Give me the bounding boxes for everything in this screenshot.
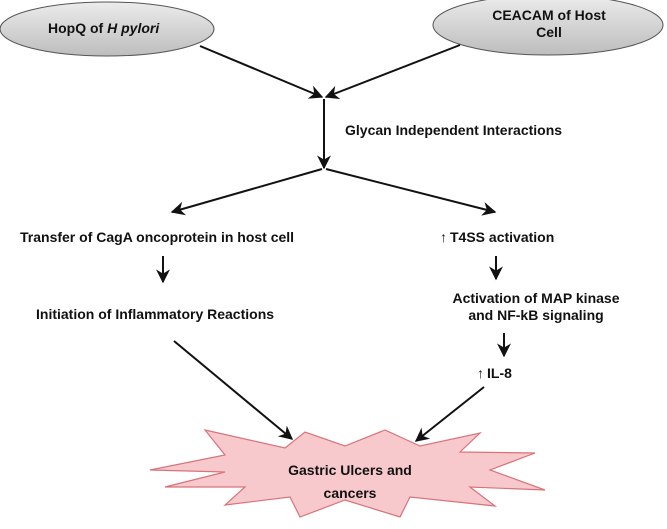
gastric-label: Gastric Ulcers and cancers xyxy=(260,462,440,502)
hopq-species: H pylori xyxy=(107,20,160,36)
arrow-ceacam-to-merge xyxy=(324,44,461,99)
gastric-line2: cancers xyxy=(323,485,377,501)
arrow-split-right xyxy=(325,168,497,216)
arrow-il8-to-gastric xyxy=(414,386,485,442)
up-arrow-icon: ↑ xyxy=(477,365,484,381)
map-kinase-line1: Activation of MAP kinase xyxy=(452,290,620,306)
gastric-starburst xyxy=(149,429,546,518)
arrow-split-left xyxy=(170,168,323,216)
caga-label: Transfer of CagA oncoprotein in host cel… xyxy=(20,229,295,245)
il8-text: IL-8 xyxy=(487,365,512,381)
ceacam-line2: Cell xyxy=(536,24,562,40)
up-arrow-icon: ↑ xyxy=(440,229,447,245)
map-kinase-line2: and NF-kB signaling xyxy=(468,307,604,323)
gastric-line1: Gastric Ulcers and xyxy=(288,462,412,478)
t4ss-label: ↑T4SS activation xyxy=(440,229,554,246)
il8-label: ↑IL-8 xyxy=(477,365,512,382)
ceacam-label: CEACAM of Host Cell xyxy=(478,7,620,41)
inflammation-label: Initiation of Inflammatory Reactions xyxy=(36,306,275,322)
arrow-inflammation-to-gastric xyxy=(173,340,294,440)
hopq-label: HopQ of H pylori xyxy=(48,20,159,37)
hopq-ellipse xyxy=(0,1,215,57)
map-kinase-label: Activation of MAP kinase and NF-kB signa… xyxy=(432,290,640,324)
t4ss-text: T4SS activation xyxy=(450,229,555,245)
ceacam-line1: CEACAM of Host xyxy=(492,7,606,23)
arrow-hopq-to-merge xyxy=(199,45,324,99)
hopq-prefix: HopQ of xyxy=(48,20,108,36)
ceacam-ellipse xyxy=(432,0,664,56)
glycan-label: Glycan Independent Interactions xyxy=(345,122,563,138)
